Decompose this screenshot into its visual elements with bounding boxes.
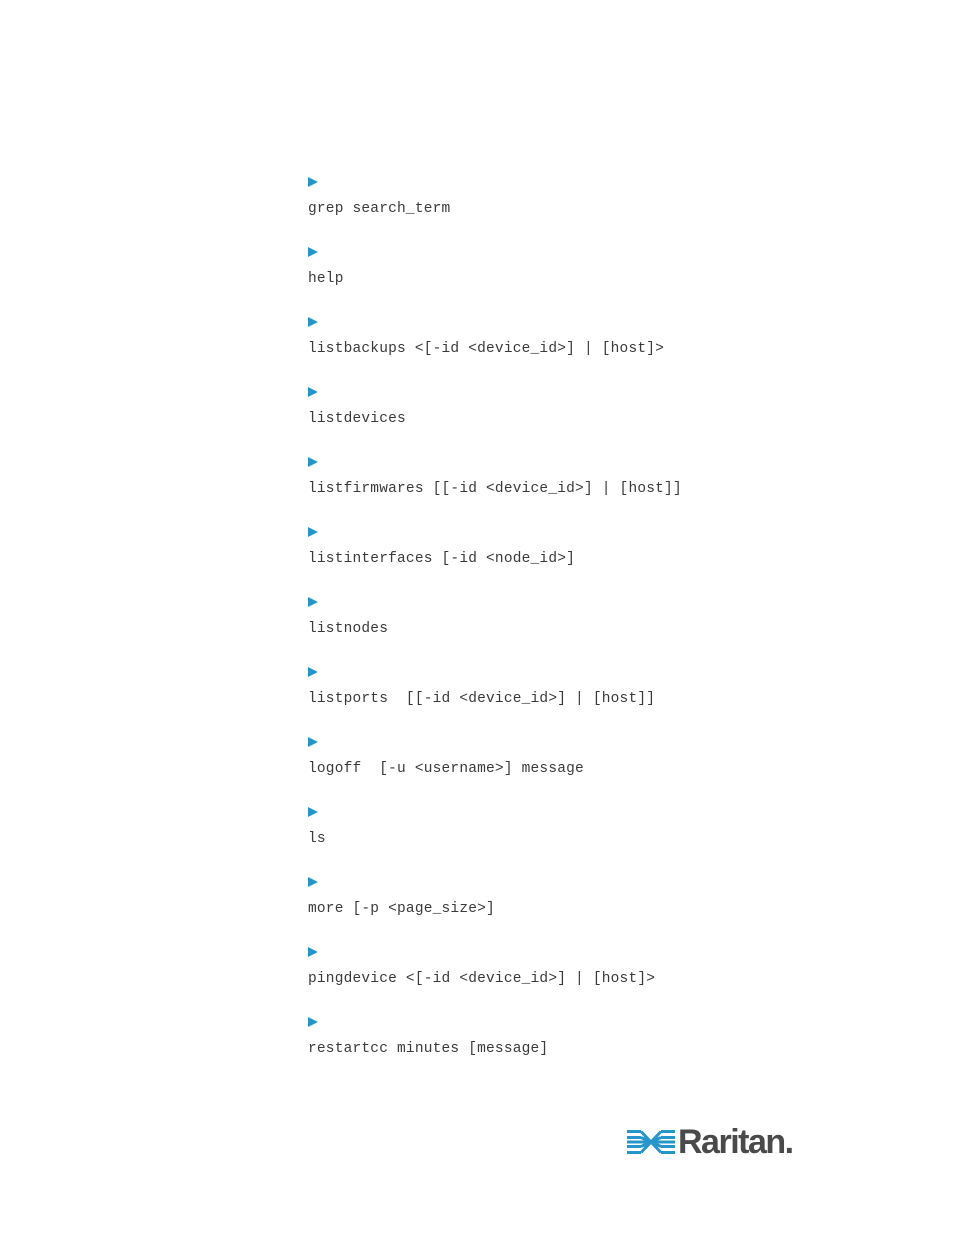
raritan-logo: Raritan.	[627, 1124, 797, 1160]
command-entry-listnodes: listnodes	[308, 595, 868, 665]
command-entry-restartcc: restartcc minutes [message]	[308, 1015, 868, 1085]
raritan-mark-icon	[627, 1130, 675, 1154]
triangle-right-icon	[308, 597, 318, 607]
command-syntax: more [-p <page_size>]	[308, 901, 495, 917]
triangle-right-icon	[308, 1017, 318, 1027]
command-entry-more: more [-p <page_size>]	[308, 875, 868, 945]
triangle-right-icon	[308, 877, 318, 887]
command-syntax: pingdevice <[-id <device_id>] | [host]>	[308, 971, 656, 987]
triangle-right-icon	[308, 527, 318, 537]
command-entry-listbackups: listbackups <[-id <device_id>] | [host]>	[308, 315, 868, 385]
command-list: grep search_term help listbackups <[-id …	[308, 175, 868, 1085]
logo-wordmark: Raritan.	[678, 1123, 794, 1161]
command-syntax: listinterfaces [-id <node_id>]	[308, 551, 576, 567]
command-entry-listdevices: listdevices	[308, 385, 868, 455]
command-syntax: grep search_term	[308, 201, 451, 217]
triangle-right-icon	[308, 317, 318, 327]
triangle-right-icon	[308, 807, 318, 817]
command-syntax: listports [[-id <device_id>] | [host]]	[308, 691, 656, 707]
command-entry-pingdevice: pingdevice <[-id <device_id>] | [host]>	[308, 945, 868, 1015]
command-entry-grep: grep search_term	[308, 175, 868, 245]
triangle-right-icon	[308, 247, 318, 257]
command-entry-ls: ls	[308, 805, 868, 875]
command-syntax: help	[308, 271, 344, 287]
command-syntax: listfirmwares [[-id <device_id>] | [host…	[308, 481, 682, 497]
command-syntax: logoff [-u <username>] message	[308, 761, 584, 777]
command-entry-listinterfaces: listinterfaces [-id <node_id>]	[308, 525, 868, 595]
command-entry-listports: listports [[-id <device_id>] | [host]]	[308, 665, 868, 735]
command-entry-logoff: logoff [-u <username>] message	[308, 735, 868, 805]
triangle-right-icon	[308, 737, 318, 747]
command-syntax: ls	[308, 831, 326, 847]
command-entry-listfirmwares: listfirmwares [[-id <device_id>] | [host…	[308, 455, 868, 525]
triangle-right-icon	[308, 667, 318, 677]
command-syntax: restartcc minutes [message]	[308, 1041, 549, 1057]
command-syntax: listbackups <[-id <device_id>] | [host]>	[308, 341, 665, 357]
command-entry-help: help	[308, 245, 868, 315]
triangle-right-icon	[308, 947, 318, 957]
triangle-right-icon	[308, 177, 318, 187]
triangle-right-icon	[308, 387, 318, 397]
command-syntax: listdevices	[308, 411, 406, 427]
triangle-right-icon	[308, 457, 318, 467]
command-syntax: listnodes	[308, 621, 389, 637]
